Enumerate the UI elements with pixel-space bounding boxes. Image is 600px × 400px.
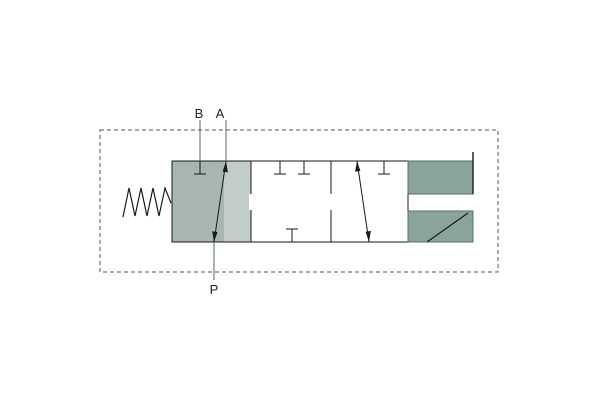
actuator-upper-block (407, 160, 474, 195)
actuator-lower-block (407, 210, 474, 243)
envelope-1-shade-light (224, 161, 251, 242)
flow-arrow-line (213, 160, 227, 243)
arrowhead-icon (222, 161, 228, 173)
valve-envelope-3 (329, 160, 409, 243)
valve-envelope-1 (171, 160, 252, 243)
valve-envelope-2 (249, 160, 333, 243)
envelope-2-border (250, 160, 332, 243)
envelope-gap (249, 194, 253, 210)
envelope-gap (329, 194, 333, 210)
port-label-p: P (210, 282, 219, 297)
flow-arrow-line (356, 160, 370, 243)
solenoid-actuator (407, 152, 474, 243)
dashed-boundary (99, 129, 499, 273)
port-label-a: A (216, 106, 225, 121)
arrowhead-icon (365, 230, 371, 242)
arrowhead-icon (355, 161, 361, 172)
port-label-b: B (195, 106, 204, 121)
envelope-3-border (330, 160, 409, 243)
solenoid-winding-icon (426, 212, 469, 243)
spring-icon (122, 185, 172, 218)
arrowhead-icon (212, 231, 218, 242)
